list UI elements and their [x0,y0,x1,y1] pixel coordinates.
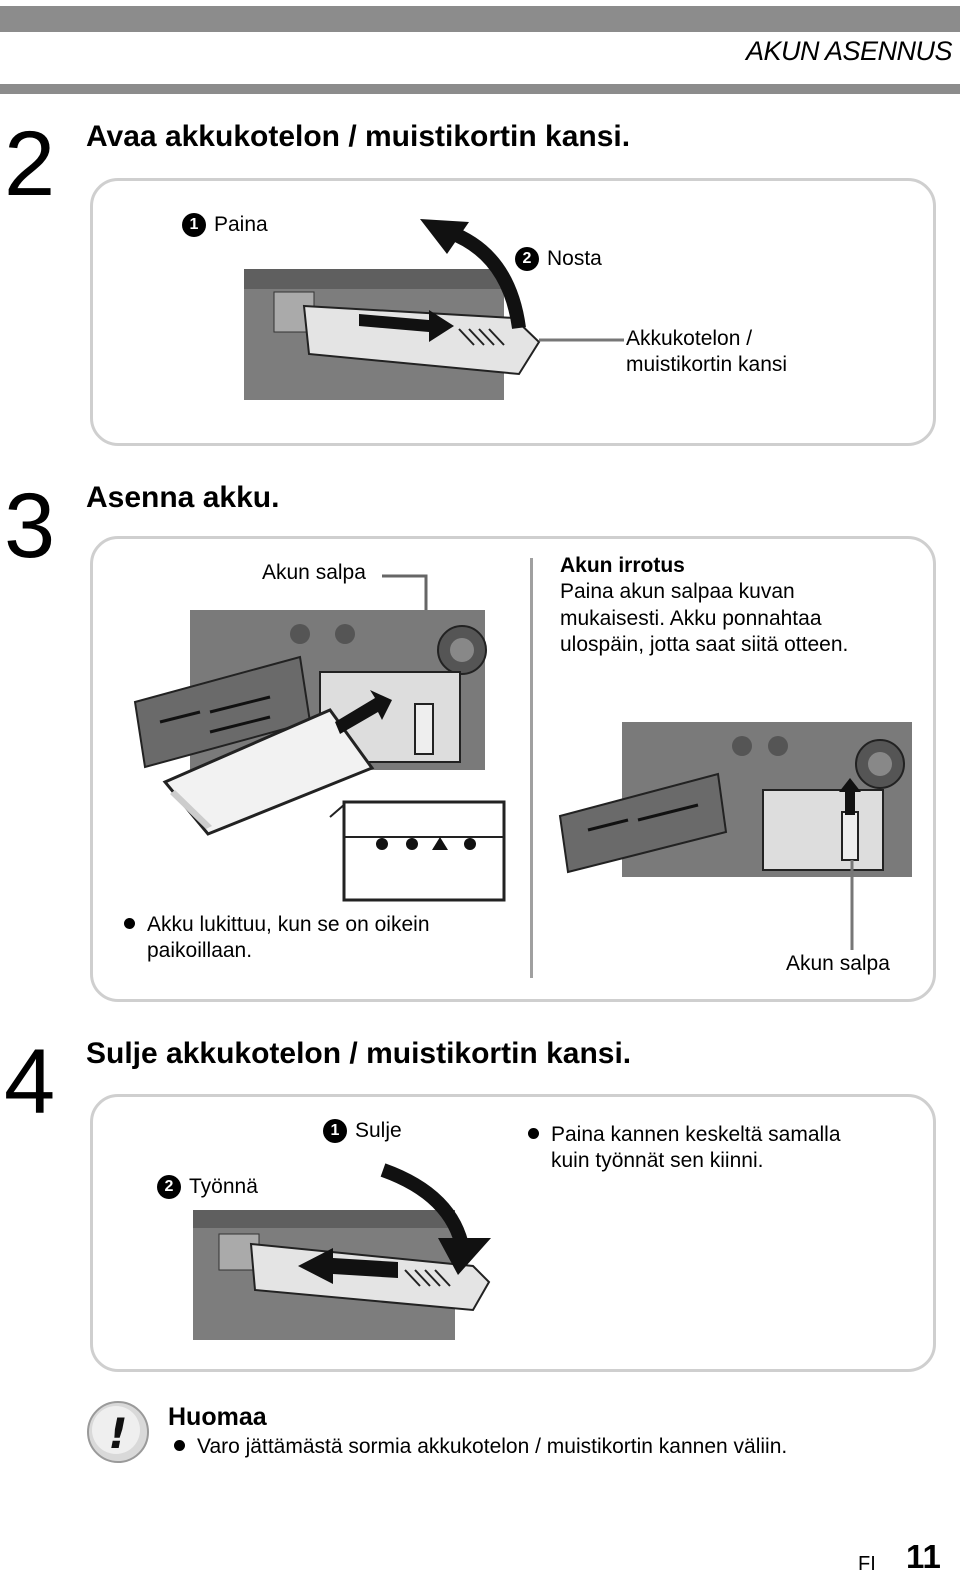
header-bar [0,6,960,32]
header-divider [0,84,960,94]
step-3-title: Asenna akku. [86,481,280,514]
close-instruction-line-1: Paina kannen keskeltä samalla [551,1123,841,1146]
step-4-title: Sulje akkukotelon / muistikortin kansi. [86,1037,632,1070]
section-title: AKUN ASENNUS [745,36,953,66]
label-lift: 2 Nosta [515,246,602,272]
panel-divider [530,558,533,978]
bullet-icon [528,1127,539,1139]
label-latch-bottom: Akun salpa [786,952,890,975]
close-instruction-line-2: kuin työnnät sen kiinni. [551,1149,764,1173]
close-cover-illustration [193,1163,491,1340]
caution-glyph: ! [108,1409,127,1458]
step-2-number: 2 [4,113,56,215]
label-close: 1 Sulje [323,1118,402,1144]
note-text: Varo jättämästä sormia akkukotelon / mui… [197,1435,788,1458]
note-locked-line-2: paikoillaan. [147,939,253,963]
close-instruction: Paina kannen keskeltä samalla kuin työnn… [528,1122,841,1175]
note-locked-line-1: Akku lukittuu, kun se on oikein [147,913,430,936]
label-close-text: Sulje [355,1119,402,1142]
step-number-1: 1 [323,1119,347,1144]
label-press-text: Paina [214,213,268,236]
footer-lang: FI [858,1553,876,1575]
removal-line-3: ulospäin, jotta saat siitä otteen. [560,632,849,656]
step-4-number: 4 [4,1031,56,1133]
note-locked: Akku lukittuu, kun se on oikein paikoill… [124,912,430,965]
removal-info: Akun irrotus Paina akun salpaa kuvan muk… [560,553,848,658]
label-push-text: Työnnä [189,1175,258,1198]
label-cover-line-1: Akkukotelon / [626,327,753,350]
insert-battery-illustration [133,574,506,902]
bullet-icon [174,1439,185,1451]
removal-title: Akun irrotus [560,554,685,577]
caution-icon: ! [87,1401,149,1463]
page-number: 11 [906,1538,941,1575]
label-cover: Akkukotelon / muistikortin kansi [626,326,787,379]
label-latch-top: Akun salpa [262,561,366,584]
note-title: Huomaa [168,1403,267,1431]
open-cover-illustration [244,219,624,400]
removal-line-2: mukaisesti. Akku ponnahtaa [560,606,822,630]
step-2-title: Avaa akkukotelon / muistikortin kansi. [86,120,631,153]
step-number-2: 2 [157,1175,181,1200]
step-number-2: 2 [515,247,539,272]
step-number-1: 1 [182,213,206,238]
removal-line-1: Paina akun salpaa kuvan [560,580,795,604]
bullet-icon [124,917,135,929]
label-lift-text: Nosta [547,247,602,270]
label-cover-line-2: muistikortin kansi [626,353,788,377]
note-item: Varo jättämästä sormia akkukotelon / mui… [174,1434,787,1460]
label-push: 2 Työnnä [157,1174,258,1200]
label-press: 1 Paina [182,212,268,238]
remove-battery-illustration [558,722,912,950]
step-3-number: 3 [4,475,56,577]
